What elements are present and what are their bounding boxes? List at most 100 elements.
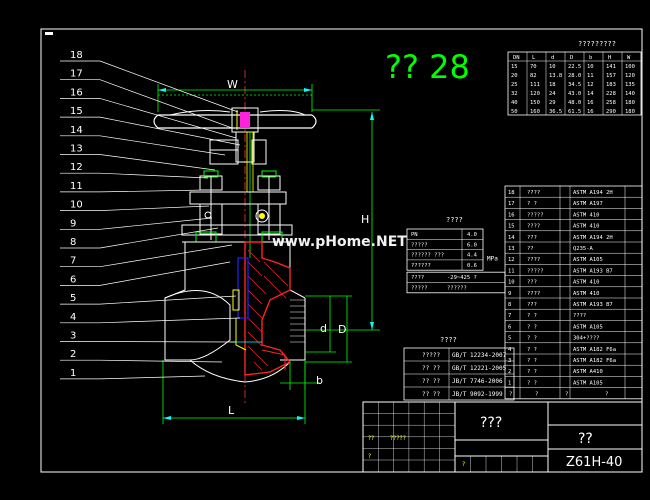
parts-table-no: 14 <box>508 235 515 241</box>
dim-table-cell: 180 <box>625 100 635 106</box>
dim-table-cell: 12 <box>587 82 594 88</box>
perf-table-label: ?????? ??? <box>411 253 444 259</box>
dim-label-d: d <box>320 322 327 335</box>
parts-table-material: ASTM 410 <box>573 280 600 286</box>
perf-table-value: 6.0 <box>467 242 477 248</box>
part-number-label: 18 <box>70 50 83 61</box>
title-block-model: Z61H-40 <box>566 455 622 470</box>
parts-table-material: 304+???? <box>573 336 600 342</box>
perf-table-title: ???? <box>446 216 463 224</box>
parts-table-no: 11 <box>508 268 515 274</box>
parts-table-name: ??? <box>527 235 537 241</box>
parts-table-material: ASTM A197 <box>573 201 603 207</box>
dim-table-cell: 70 <box>530 64 537 70</box>
dim-table-header: L <box>532 55 536 61</box>
dim-table-cell: 13.8 <box>549 73 562 79</box>
dim-table-header: DN <box>513 55 520 61</box>
leader-line <box>99 189 207 193</box>
leader-line <box>99 205 210 211</box>
title-block-label-2: ????? <box>390 435 406 442</box>
dim-table-cell: 36.5 <box>549 109 562 115</box>
dim-table-cell: 11 <box>587 73 594 79</box>
perf-table-label: ????? <box>411 242 428 248</box>
std-table-label: ?? ?? <box>422 365 440 372</box>
perf-table-value: -29~425 ? <box>447 275 477 281</box>
parts-table-material: ASTM A194 2H <box>573 190 613 196</box>
dim-table-header: d <box>551 55 554 61</box>
dim-table-cell: 157 <box>606 73 616 79</box>
dim-table-cell: 14 <box>587 91 594 97</box>
parts-table-name: ???? <box>527 291 540 297</box>
parts-table-name: ???? <box>527 224 540 230</box>
parts-table-name: ???? <box>527 190 540 196</box>
part-number-label: 10 <box>70 200 83 211</box>
perf-table-label: ?????? <box>411 263 431 269</box>
title-block-name: ??? <box>480 415 502 431</box>
leader-line <box>99 116 241 146</box>
dim-table-cell: 16 <box>587 109 594 115</box>
parts-table-name: ???? <box>527 257 540 263</box>
part-number-label: 3 <box>70 331 76 342</box>
parts-table-material: ASTM A182 F6a <box>573 347 616 353</box>
title-block-company: ?? <box>578 431 593 447</box>
parts-table-no: 18 <box>508 190 515 196</box>
title-block-label-1: ?? <box>368 435 374 442</box>
parts-table-material: ASTM A193 B7 <box>573 302 613 308</box>
dim-table-cell: 180 <box>625 109 635 115</box>
dim-table-cell: 32 <box>511 91 518 97</box>
parts-table-material: ASTM 410 <box>573 212 600 218</box>
perf-table-value: 4.0 <box>467 232 477 238</box>
std-table-label: ????? <box>422 352 440 359</box>
dim-table-cell: 29 <box>549 100 556 106</box>
part-number-label: 4 <box>70 312 76 323</box>
title-block-label-4: ? <box>462 461 465 468</box>
dim-table-header: D <box>570 55 573 61</box>
leader-line <box>99 244 233 268</box>
std-table-title: ???? <box>440 336 457 344</box>
part-number-label: 9 <box>70 218 76 229</box>
parts-table-no: 3 <box>508 358 511 364</box>
dim-label-D: D <box>338 323 346 336</box>
leader-line <box>99 295 237 305</box>
parts-table-footer: ? <box>535 392 538 398</box>
parts-table-material: ASTM A182 F6a <box>573 358 616 364</box>
leader-line <box>99 217 213 230</box>
parts-table-material: ASTM 410 <box>573 224 600 230</box>
leader-line <box>99 341 237 343</box>
parts-table-name: ? ? <box>527 347 537 353</box>
leader-line <box>99 154 216 171</box>
part-number-label: 11 <box>70 181 83 192</box>
parts-table-name: ? ? <box>527 313 537 319</box>
std-table-value: GB/T 12234-2007 <box>452 352 507 359</box>
dim-table-cell: 120 <box>625 73 635 79</box>
dim-table-cell: 22.5 <box>568 64 581 70</box>
part-number-label: 13 <box>70 144 83 155</box>
parts-table-no: 2 <box>508 369 511 375</box>
perf-table-unit: MPa <box>487 256 498 263</box>
dim-table-header: b <box>589 55 592 61</box>
parts-table-name: ? ? <box>527 358 537 364</box>
parts-table-footer: ? <box>565 392 568 398</box>
dim-table-cell: 25 <box>511 82 518 88</box>
parts-table-no: 1 <box>508 380 511 386</box>
dim-table-cell: 10 <box>549 64 556 70</box>
dim-table-title: ????????? <box>578 40 616 48</box>
body-section-right <box>244 241 292 376</box>
dim-table-cell: 28.0 <box>568 73 581 79</box>
parts-table-no: 16 <box>508 212 515 218</box>
part-number-label: 5 <box>70 293 76 304</box>
dim-label-b: b <box>316 374 323 387</box>
perf-table-label: PN <box>411 232 418 238</box>
part-number-label: 6 <box>70 274 76 285</box>
part-number-label: 7 <box>70 256 76 267</box>
title-block-label-3: ? <box>368 453 371 460</box>
parts-table-material: ASTM A193 B7 <box>573 268 613 274</box>
parts-table-name: ??? <box>527 302 537 308</box>
std-table-value: JB/T 7746-2006 <box>452 378 503 385</box>
dimensions <box>157 84 380 424</box>
leader-line <box>99 172 209 179</box>
leader-line <box>99 227 219 249</box>
